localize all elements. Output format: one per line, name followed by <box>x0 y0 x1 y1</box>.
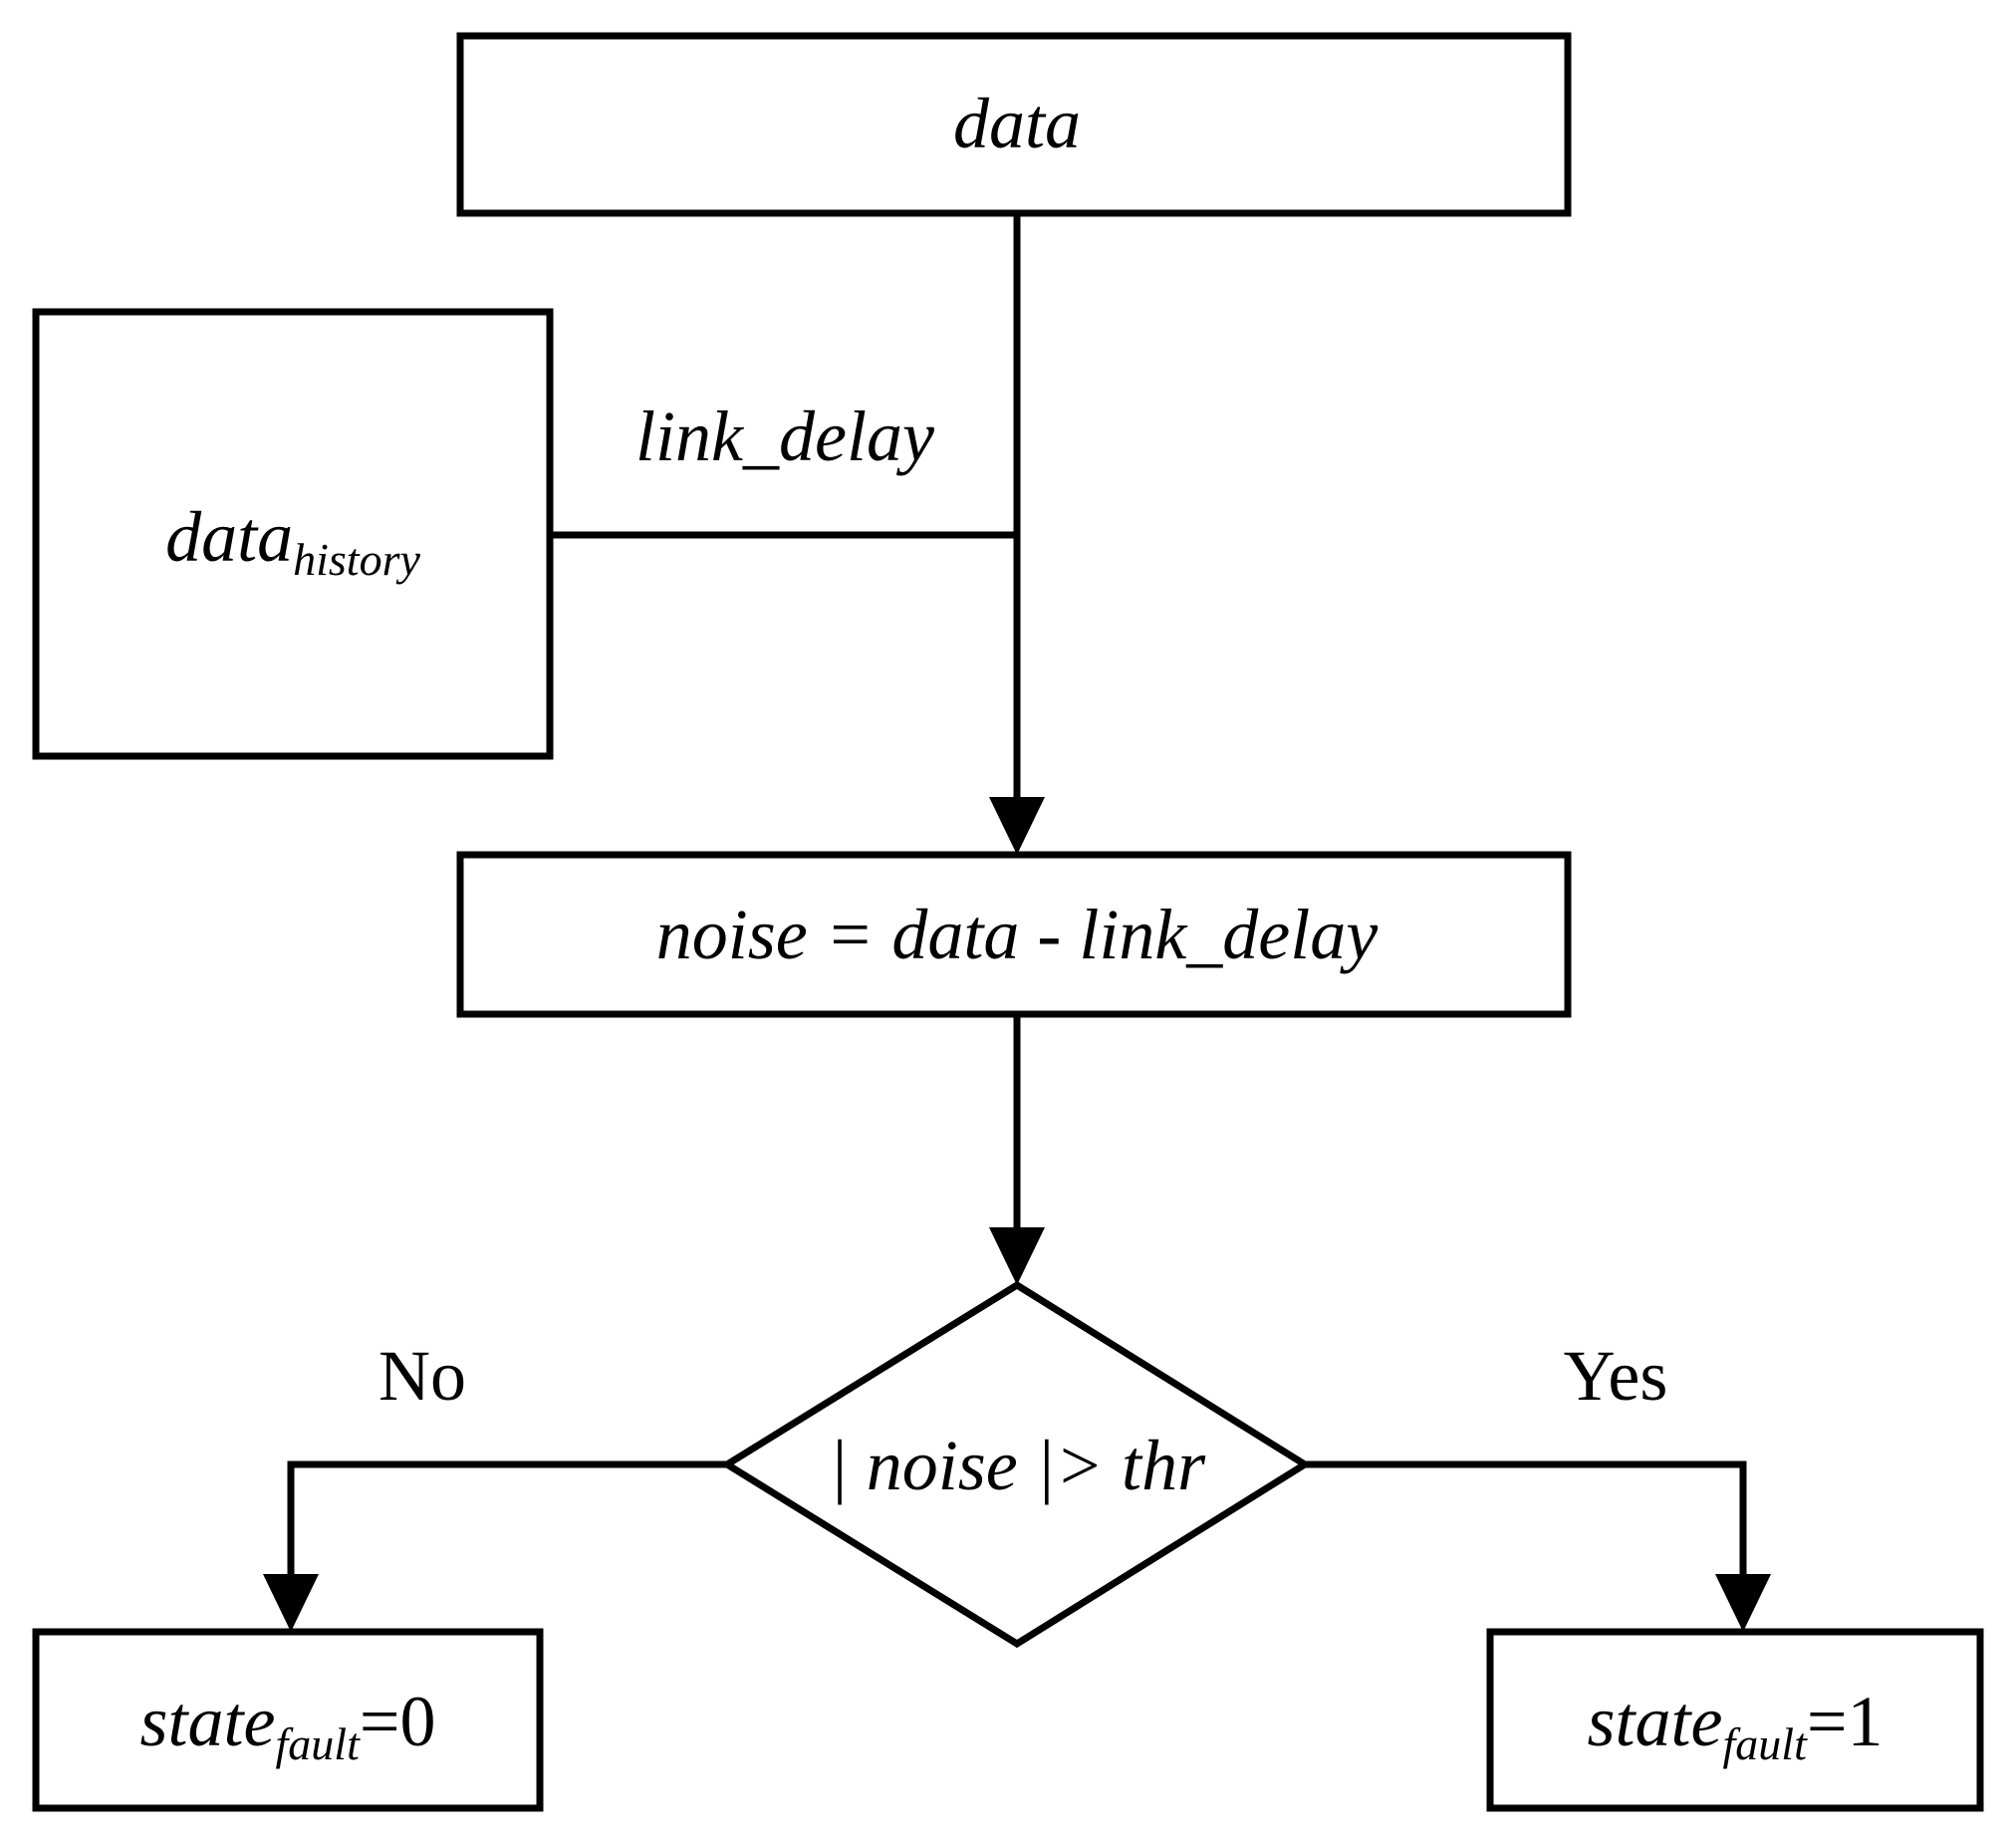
arrowhead-to-noise <box>989 797 1045 855</box>
state-no-base: state <box>140 1682 276 1761</box>
arrowhead-to-decision <box>989 1227 1045 1285</box>
state-yes-base: state <box>1588 1682 1723 1761</box>
data-history-label: datahistory <box>165 497 420 585</box>
yes-branch-label: Yes <box>1564 1336 1668 1416</box>
arrowhead-to-state-yes <box>1715 1574 1771 1632</box>
state-no-suffix: =0 <box>360 1682 436 1761</box>
state-no-subscript: fault <box>276 1718 362 1769</box>
decision-label: | noise |> thr <box>829 1426 1206 1505</box>
connector-no-branch <box>287 1460 727 1588</box>
data-history-base: data <box>165 497 293 577</box>
state-no-label: statefault=0 <box>140 1682 436 1769</box>
state-yes-subscript: fault <box>1723 1718 1809 1769</box>
data-box-label: data <box>953 84 1081 163</box>
state-no-box <box>32 1628 544 1812</box>
arrowhead-to-state-no <box>263 1574 319 1632</box>
link-delay-label: link_delay <box>635 396 934 476</box>
state-yes-box <box>1486 1628 1984 1812</box>
decision-diamond <box>720 1280 1312 1649</box>
data-history-subscript: history <box>293 534 420 585</box>
no-branch-label: No <box>378 1336 466 1416</box>
state-yes-label: statefault=1 <box>1588 1682 1884 1769</box>
state-yes-suffix: =1 <box>1807 1682 1884 1761</box>
noise-calc-label: noise = data - link_delay <box>656 895 1378 974</box>
connector-yes-branch <box>1305 1460 1747 1588</box>
